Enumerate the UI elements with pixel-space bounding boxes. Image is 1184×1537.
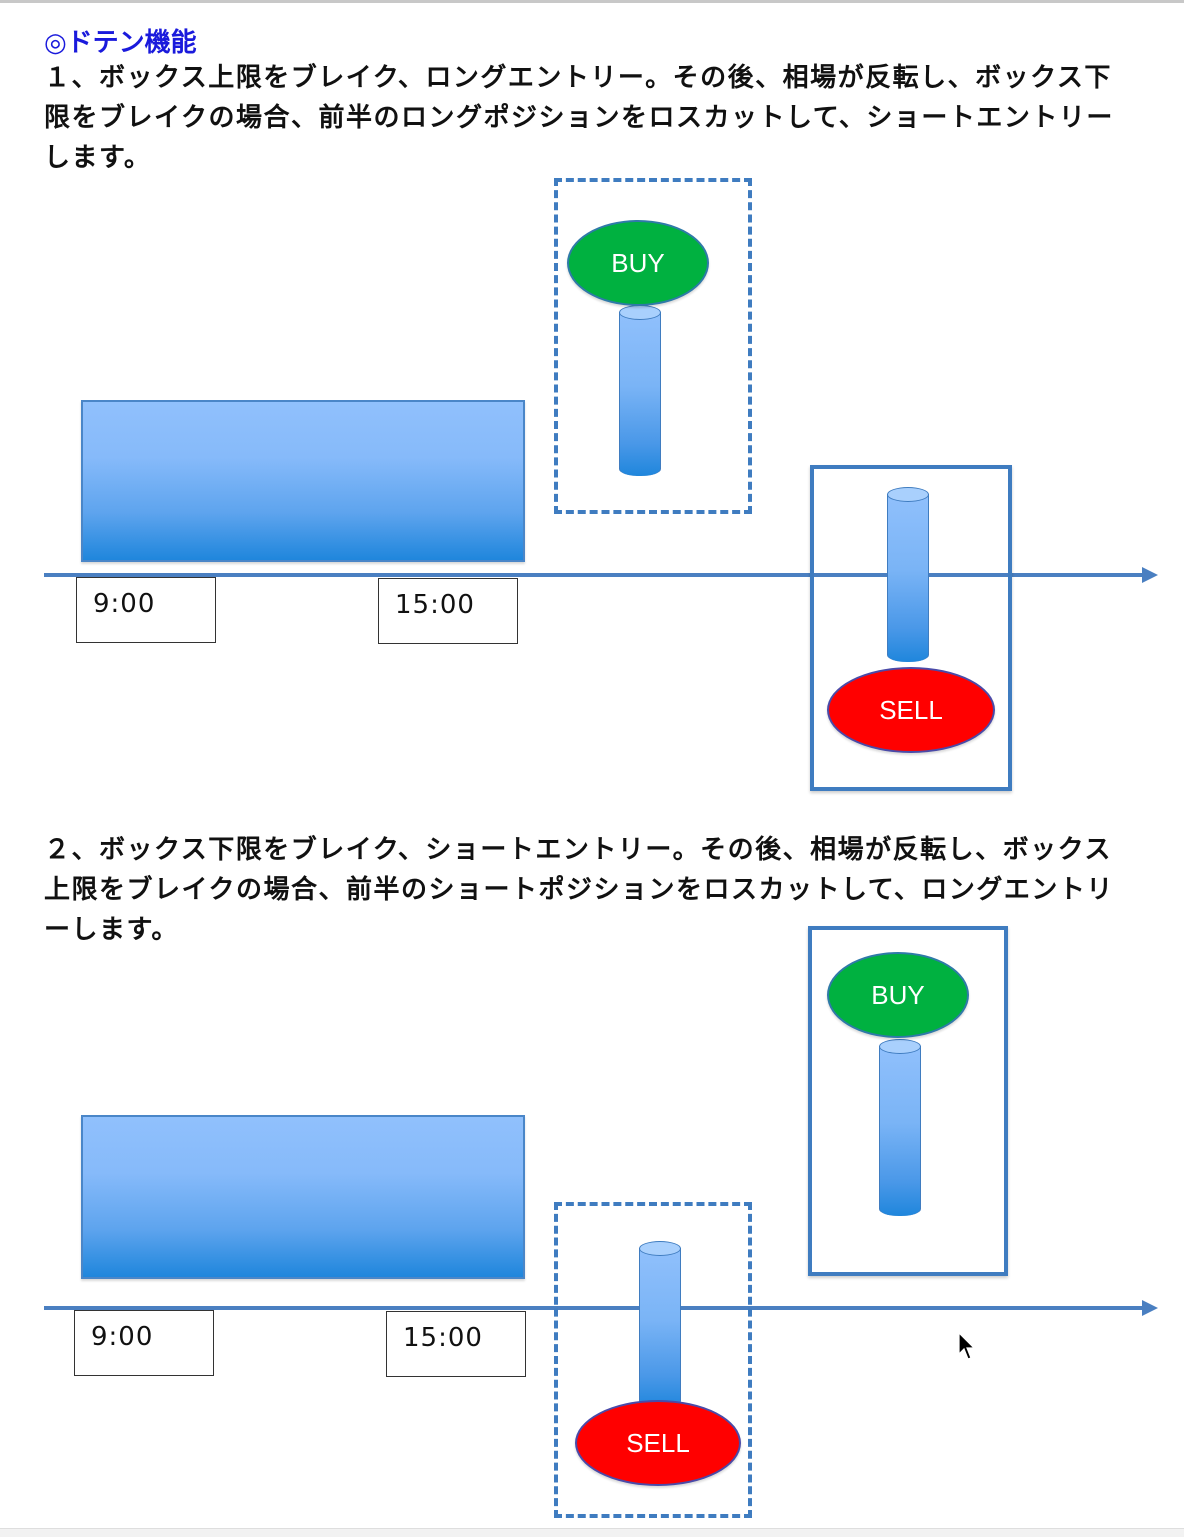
- buy-label: BUY: [871, 979, 925, 1010]
- section-2-first-entry-frame: [554, 1202, 752, 1518]
- section-2-reversal-frame: [808, 926, 1008, 1276]
- section-1-time-label-start: 9:00: [76, 577, 216, 643]
- section-2-time-label-start: 9:00: [74, 1310, 214, 1376]
- section-1-first-entry-frame: [554, 178, 752, 514]
- section-1-time-axis: [44, 573, 1144, 577]
- section-1-sell-signal: SELL: [827, 667, 995, 753]
- top-border: [0, 0, 1184, 3]
- mouse-pointer-icon: [958, 1332, 976, 1360]
- section-1-breakout-down-candle: [886, 487, 929, 662]
- section-1-buy-signal: BUY: [567, 220, 709, 306]
- buy-label: BUY: [611, 247, 665, 278]
- section-2-buy-signal: BUY: [827, 952, 969, 1038]
- section-2-breakout-up-candle: [878, 1039, 921, 1216]
- page-title: ◎ドテン機能: [44, 28, 197, 58]
- section-2-range-box: [81, 1115, 525, 1279]
- section-2-axis-arrow-icon: [1142, 1300, 1158, 1316]
- bottom-border: [0, 1528, 1184, 1537]
- section-1-reversal-frame: [810, 465, 1012, 791]
- section-1-axis-arrow-icon: [1142, 567, 1158, 583]
- section-2-description: ２、ボックス下限をブレイク、ショートエントリー。その後、相場が反転し、ボックス上…: [44, 835, 1114, 945]
- section-2-sell-signal: SELL: [575, 1400, 741, 1486]
- section-2-breakout-down-candle: [638, 1241, 681, 1408]
- sell-label: SELL: [879, 694, 943, 725]
- section-2-time-axis: [44, 1306, 1144, 1310]
- section-1-range-box: [81, 400, 525, 562]
- sell-label: SELL: [626, 1427, 690, 1458]
- section-2-time-label-end: 15:00: [386, 1311, 526, 1377]
- section-1-breakout-up-candle: [618, 305, 661, 476]
- section-1-description: １、ボックス上限をブレイク、ロングエントリー。その後、相場が反転し、ボックス下限…: [44, 63, 1114, 173]
- section-1-time-label-end: 15:00: [378, 578, 518, 644]
